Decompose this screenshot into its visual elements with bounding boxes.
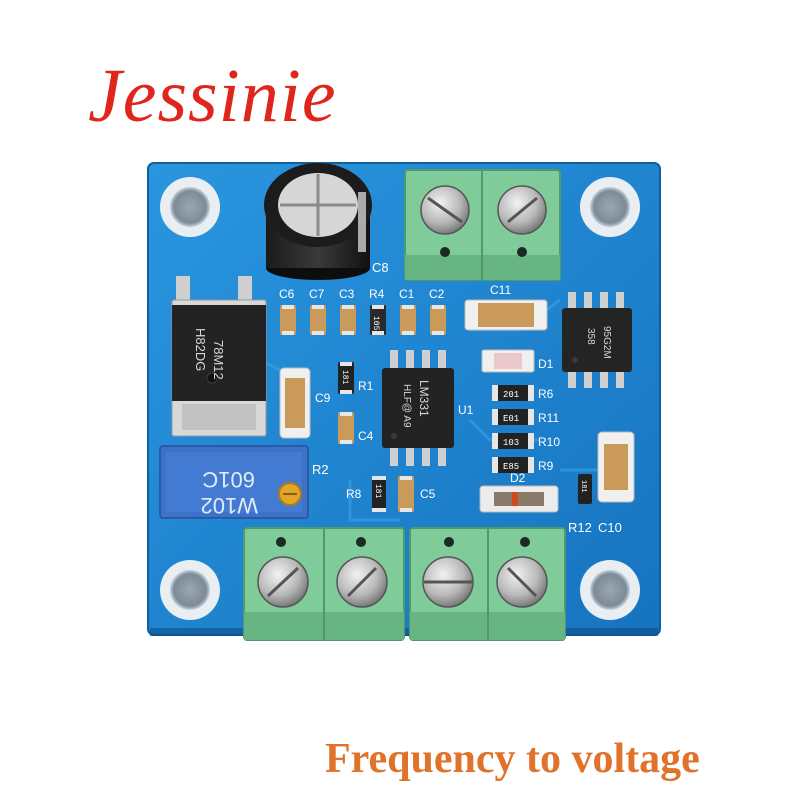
opamp-marking-2: 95G2M [601,326,612,359]
label-d2: D2 [510,471,526,485]
smd-code-r10: 103 [503,438,519,448]
smd-capacitor-row [280,305,446,335]
brand-logo: Jessinie [88,54,337,138]
smd-code-r8: 181 [373,484,382,499]
ic-chip-icon: 358 95G2M [562,292,632,388]
label-c1: C1 [399,287,415,301]
label-r10: R10 [538,435,560,449]
label-c9: C9 [315,391,331,405]
label-c7: C7 [309,287,325,301]
label-r2: R2 [312,462,329,477]
mounting-hole-icon [580,560,640,620]
label-c2: C2 [429,287,445,301]
capacitor-c4 [338,412,354,444]
u1-marking-1: LM331 [417,380,431,417]
label-c10: C10 [598,520,622,535]
mounting-hole-icon [160,560,220,620]
label-r4: R4 [369,287,385,301]
trimmer-potentiometer-icon: 601C W102 [159,445,309,519]
mounting-hole-icon [160,177,220,237]
resistor-stack [492,385,534,473]
label-r12: R12 [568,520,592,535]
smd-code-r12: 181 [579,480,587,493]
mounting-hole-icon [580,177,640,237]
label-c6: C6 [279,287,295,301]
label-r8: R8 [346,487,362,501]
ic-chip-icon: LM331 HLF@ A9 [382,350,454,466]
label-c4: C4 [358,429,374,443]
smd-code-r1: 181 [340,370,349,385]
regulator-marking-2: 78M12 [211,340,226,380]
pot-marking-1: 601C [202,467,255,492]
label-r1: R1 [358,379,374,393]
resistor-r12 [578,474,592,504]
pot-marking-2: W102 [201,493,258,518]
label-r6: R6 [538,387,554,401]
smd-code-r4: 105 [371,316,380,331]
regulator-marking-1: H82DG [193,328,208,371]
label-d1: D1 [538,357,554,371]
resistor-r1 [338,362,354,394]
u1-marking-2: HLF@ A9 [401,384,412,428]
label-c8: C8 [372,260,389,275]
screw-terminal-icon [404,169,561,281]
electrolytic-capacitor-icon [264,163,372,280]
smd-code-r9: E85 [503,462,519,472]
voltage-regulator-icon: H82DG 78M12 [171,276,267,437]
smd-code-r11: E01 [503,414,519,424]
label-r9: R9 [538,459,554,473]
screw-terminal-icon [243,527,405,641]
smd-code-r6: 201 [503,390,519,400]
capacitor-c5 [398,476,414,512]
label-c3: C3 [339,287,355,301]
label-r11: R11 [538,411,559,425]
label-u1: U1 [458,403,474,417]
label-c5: C5 [420,487,436,501]
label-c11: C11 [490,283,511,297]
resistor-r8 [372,476,386,512]
screw-terminal-icon [409,527,566,641]
opamp-marking-1: 358 [585,328,596,345]
product-caption: Frequency to voltage [325,736,700,782]
